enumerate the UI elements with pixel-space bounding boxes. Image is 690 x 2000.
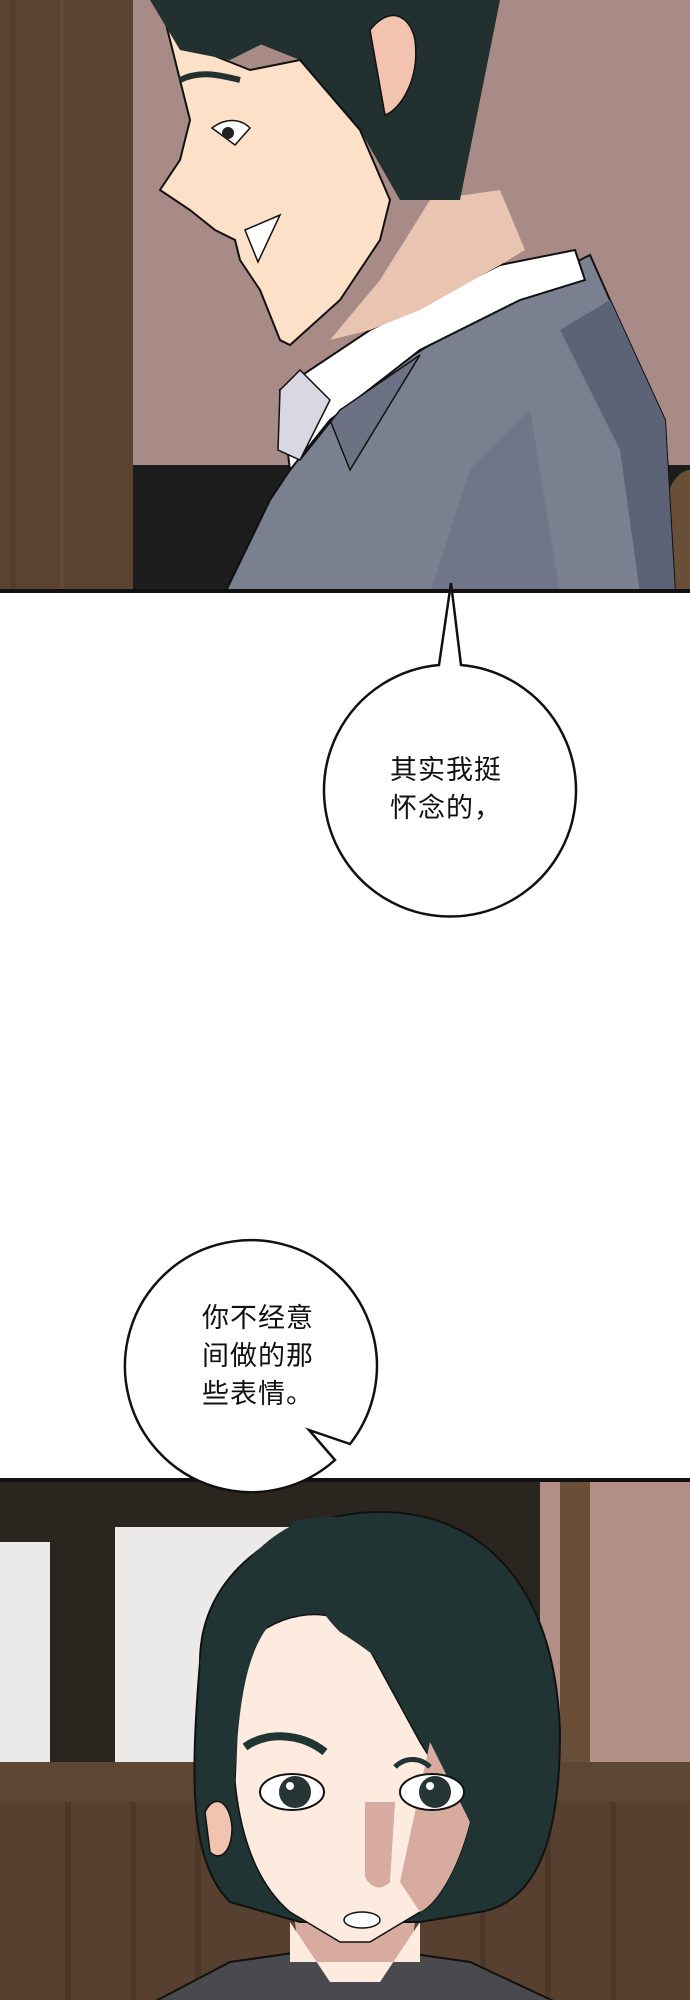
man-profile-illustration	[0, 0, 690, 589]
speech-bubble-2-text: 你不经意 间做的那 些表情。	[202, 1303, 314, 1410]
speech-bubble-1-text: 其实我挺 怀念的，	[390, 755, 502, 824]
panel-woman-front	[0, 1478, 690, 2000]
panel-man-profile	[0, 0, 690, 593]
speech-bubble-1-shape	[322, 582, 578, 918]
woman-front-illustration	[0, 1482, 690, 2000]
speech-bubble-2-shape	[123, 1238, 379, 1494]
